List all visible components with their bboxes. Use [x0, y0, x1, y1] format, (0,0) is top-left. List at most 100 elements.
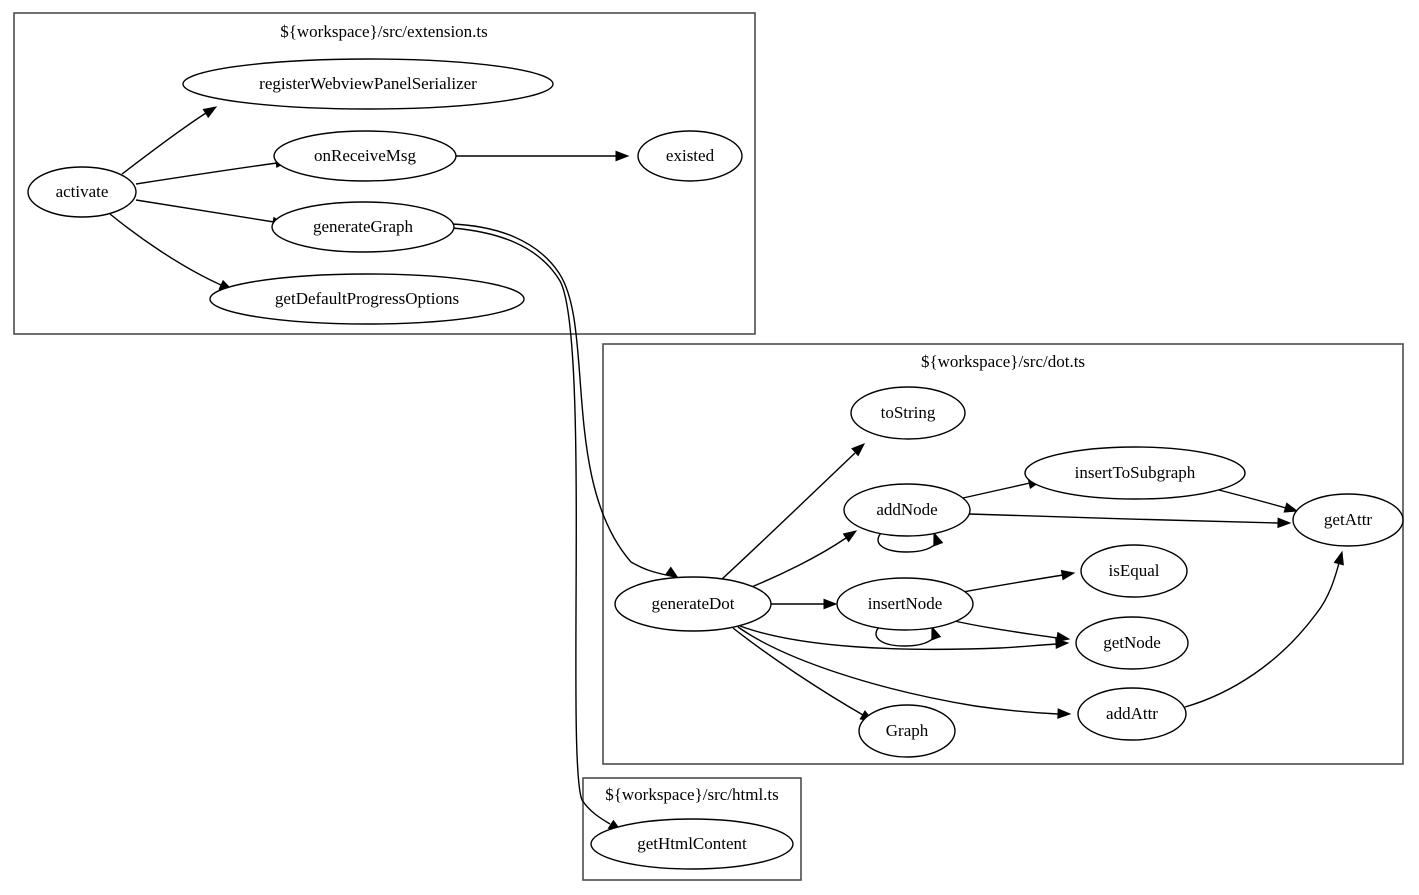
edge-generateDot-to-addAttr	[737, 626, 1072, 719]
node-shape[interactable]	[182, 58, 554, 110]
node-label: getDefaultProgressOptions	[275, 289, 459, 308]
node-getNode[interactable]: getNode	[1075, 616, 1189, 670]
edge-generateDot-to-insertNode	[771, 598, 838, 610]
node-registerWebviewPanelSerializer[interactable]: registerWebviewPanelSerializer	[182, 58, 554, 110]
edge-line	[875, 625, 936, 647]
edge-line	[135, 199, 275, 223]
node-shape[interactable]	[209, 273, 525, 325]
edge-line	[721, 452, 856, 580]
edge-generateDot-to-Graph	[732, 627, 875, 722]
node-isEqual[interactable]: isEqual	[1080, 544, 1188, 598]
edge-arrowhead	[1055, 631, 1071, 643]
node-insertToSubgraph[interactable]: insertToSubgraph	[1024, 446, 1246, 500]
edge-arrowhead	[931, 625, 942, 641]
edge-arrowhead	[842, 530, 858, 543]
edge-line	[968, 513, 1279, 524]
node-shape[interactable]	[850, 386, 966, 440]
edge-generateGraph-to-generateDot	[451, 223, 680, 579]
edge-line	[877, 531, 938, 553]
edge-line	[135, 162, 278, 185]
node-label: addAttr	[1106, 704, 1158, 723]
edge-line	[109, 213, 222, 286]
node-shape[interactable]	[1080, 544, 1188, 598]
edge-activate-to-generateGraph	[135, 199, 287, 228]
edge-insertNode-to-isEqual	[962, 569, 1076, 593]
node-label: generateDot	[651, 594, 734, 613]
edge-line	[1184, 562, 1340, 708]
node-Graph[interactable]: Graph	[858, 704, 956, 758]
node-shape[interactable]	[836, 577, 974, 631]
node-shape[interactable]	[1075, 616, 1189, 670]
edge-line	[451, 227, 611, 825]
edge-insertNode-to-getNode	[949, 619, 1071, 643]
cluster-label: ${workspace}/src/html.ts	[605, 785, 779, 804]
node-toString[interactable]: toString	[850, 386, 966, 440]
edge-activate-to-registerWebviewPanelSerializer	[121, 106, 218, 175]
node-label: getHtmlContent	[637, 834, 747, 853]
cluster-border	[602, 343, 1404, 765]
node-label: onReceiveMsg	[314, 146, 416, 165]
node-shape[interactable]	[614, 576, 772, 632]
node-label: registerWebviewPanelSerializer	[259, 74, 477, 93]
clusters-layer: ${workspace}/src/extension.ts ${workspace…	[13, 12, 1404, 881]
edge-line	[1218, 489, 1287, 509]
node-getAttr[interactable]: getAttr	[1292, 493, 1404, 547]
node-insertNode[interactable]: insertNode	[836, 577, 974, 631]
edge-insertNode-to-insertNode	[875, 625, 942, 647]
node-label: generateGraph	[313, 217, 414, 236]
node-shape[interactable]	[271, 201, 455, 253]
edge-addNode-to-getAttr	[968, 513, 1292, 529]
edge-line	[737, 626, 1059, 715]
node-generateGraph[interactable]: generateGraph	[271, 201, 455, 253]
node-getHtmlContent[interactable]: getHtmlContent	[590, 818, 794, 870]
node-addNode[interactable]: addNode	[843, 483, 971, 537]
edge-arrowhead	[615, 150, 630, 162]
edge-generateDot-to-addNode	[748, 530, 858, 589]
node-addAttr[interactable]: addAttr	[1077, 687, 1187, 741]
cluster-cluster-extension: ${workspace}/src/extension.ts	[13, 12, 756, 335]
node-shape[interactable]	[273, 130, 457, 182]
node-shape[interactable]	[27, 166, 137, 218]
edge-line	[962, 574, 1064, 593]
edge-line	[732, 627, 864, 716]
node-label: existed	[666, 146, 715, 165]
node-generateDot[interactable]: generateDot	[614, 576, 772, 632]
node-existed[interactable]: existed	[637, 130, 743, 182]
edge-insertToSubgraph-to-getAttr	[1218, 489, 1299, 513]
node-shape[interactable]	[590, 818, 794, 870]
node-shape[interactable]	[637, 130, 743, 182]
edge-arrowhead	[823, 598, 838, 610]
edge-generateGraph-to-getHtmlContent	[451, 227, 623, 832]
node-shape[interactable]	[858, 704, 956, 758]
node-onReceiveMsg[interactable]: onReceiveMsg	[273, 130, 457, 182]
edge-arrowhead	[1277, 517, 1292, 529]
nodes-layer: activate registerWebviewPanelSerializer on…	[27, 58, 1404, 870]
cluster-label: ${workspace}/src/dot.ts	[921, 352, 1085, 371]
node-getDefaultProgressOptions[interactable]: getDefaultProgressOptions	[209, 273, 525, 325]
node-shape[interactable]	[1077, 687, 1187, 741]
node-shape[interactable]	[843, 483, 971, 537]
node-label: isEqual	[1109, 561, 1160, 580]
edge-arrowhead	[851, 443, 866, 457]
node-label: Graph	[886, 721, 929, 740]
edge-arrowhead	[1333, 550, 1344, 566]
node-activate[interactable]: activate	[27, 166, 137, 218]
edge-generateDot-to-toString	[721, 443, 866, 580]
node-shape[interactable]	[1024, 446, 1246, 500]
cluster-border	[13, 12, 756, 335]
node-label: getNode	[1103, 633, 1161, 652]
node-label: insertToSubgraph	[1075, 463, 1196, 482]
node-label: activate	[56, 182, 109, 201]
edge-line	[739, 625, 1058, 651]
edge-arrowhead	[933, 531, 944, 547]
node-shape[interactable]	[1292, 493, 1404, 547]
edge-arrowhead	[1057, 708, 1072, 719]
cluster-cluster-dot: ${workspace}/src/dot.ts	[602, 343, 1404, 765]
edge-arrowhead	[1283, 502, 1299, 513]
edge-activate-to-onReceiveMsg	[135, 157, 290, 185]
edge-addNode-to-addNode	[877, 531, 944, 553]
cluster-border	[582, 777, 802, 881]
edge-addAttr-to-getAttr	[1184, 550, 1344, 708]
edge-onReceiveMsg-to-existed	[455, 150, 630, 162]
